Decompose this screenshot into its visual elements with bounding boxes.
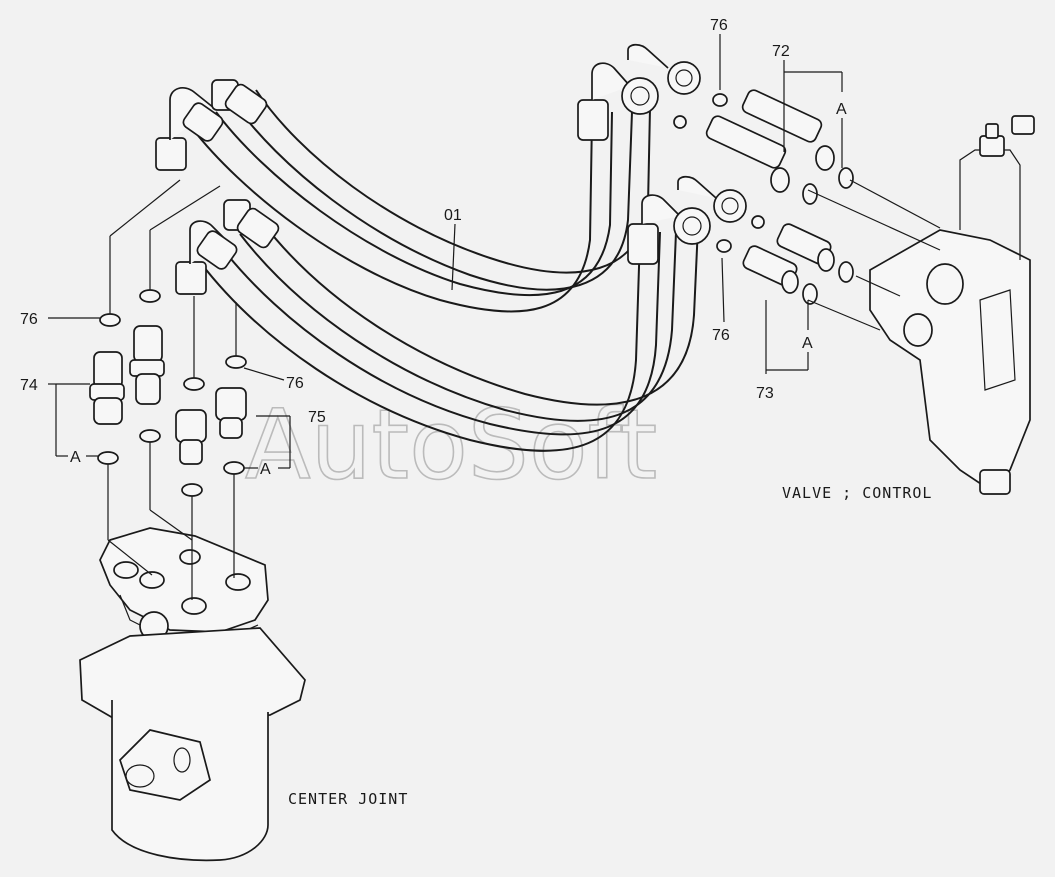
leader-lines — [48, 34, 941, 600]
label-ref-a-center: A — [260, 461, 271, 478]
label-oring-right: 76 — [712, 327, 730, 344]
caption-control-valve: VALVE ; CONTROL — [782, 484, 932, 502]
label-ref-a-lower: A — [802, 335, 813, 352]
caption-center-joint: CENTER JOINT — [288, 790, 408, 808]
label-oring-top: 76 — [710, 17, 728, 34]
label-adapter-73: 73 — [756, 385, 774, 402]
adapters-74 — [89, 325, 165, 425]
label-adapter-75: 75 — [308, 409, 326, 426]
adapters-73 — [716, 215, 854, 305]
label-oring-center: 76 — [286, 375, 304, 392]
adapters-75 — [175, 387, 247, 465]
adapters-72 — [673, 89, 854, 205]
label-oring-left: 76 — [20, 311, 38, 328]
callouts: 01 76 72 A 76 A 73 76 76 74 75 A A VALVE… — [20, 17, 932, 808]
label-ref-a-left: A — [70, 449, 81, 466]
label-adapter-72: 72 — [772, 43, 790, 60]
label-adapter-74: 74 — [20, 377, 38, 394]
label-ref-a-upper: A — [836, 101, 847, 118]
watermark-text: AutoSoft — [245, 389, 657, 501]
hose-assembly — [155, 43, 747, 452]
label-hose: 01 — [444, 207, 462, 224]
control-valve — [869, 115, 1035, 495]
center-joint — [79, 527, 306, 862]
